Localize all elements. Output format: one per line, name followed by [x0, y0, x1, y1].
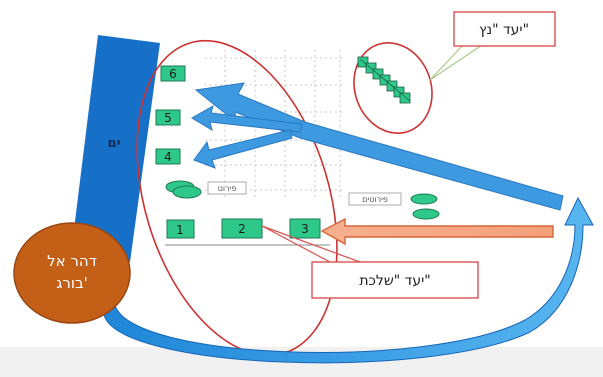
box-label: 5 [164, 111, 172, 125]
small-label-left-box [207, 181, 247, 195]
sea-label: ים [108, 136, 121, 151]
small-label-right: פירוטים [362, 195, 388, 204]
box-1[interactable]: 1 [166, 219, 195, 239]
box-2[interactable]: 2 [221, 218, 263, 239]
box-3[interactable]: 3 [289, 218, 321, 239]
box-label: 2 [238, 222, 246, 236]
box-label: 3 [301, 222, 309, 236]
small-label-left: פירוט [218, 184, 237, 193]
circle-label-line1: דהר אל [47, 252, 97, 270]
box-label: 1 [176, 223, 184, 237]
box-label: 6 [169, 67, 177, 81]
box-label: 4 [164, 150, 172, 164]
callout-bottom-text: יעד "שלכת" [359, 273, 430, 289]
small-ovals-left [165, 180, 202, 199]
small-ovals-right [410, 193, 440, 220]
return-arrow [103, 196, 594, 364]
orange-arrow [320, 217, 554, 246]
diagonal-squares [357, 56, 411, 104]
circle-label-line2: בורג' [56, 274, 88, 292]
callout-top: יעד "נץ" [429, 11, 556, 81]
branch-arrow-5 [191, 104, 303, 133]
origin-circle [13, 222, 131, 324]
target-ellipse-top [353, 42, 433, 134]
callout-top-text: יעד "נץ" [479, 22, 529, 38]
branch-arrow-4 [193, 129, 293, 169]
box-4[interactable]: 4 [155, 148, 181, 165]
callout-bottom: יעד "שלכת" [261, 225, 479, 299]
small-label-right-box [348, 192, 402, 206]
sea-band [70, 35, 160, 262]
box-5[interactable]: 5 [155, 109, 181, 126]
box-6[interactable]: 6 [160, 65, 186, 82]
